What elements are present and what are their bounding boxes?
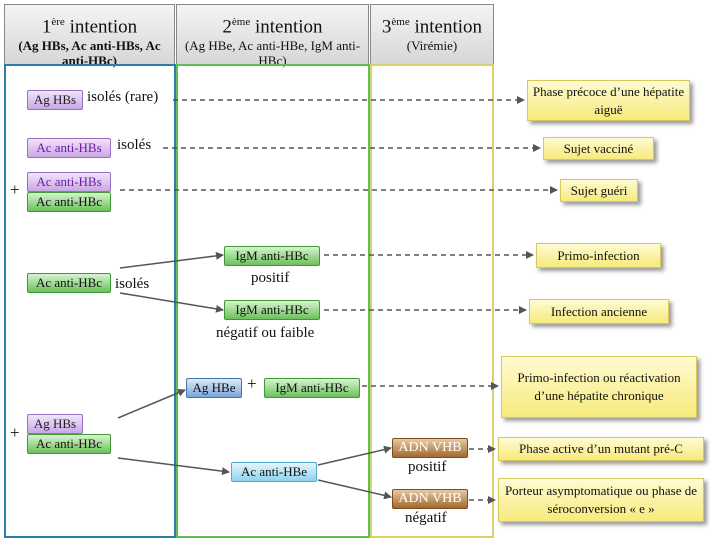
label-positif-1: positif	[251, 270, 290, 286]
header-col-3-subtitle: (Virémie)	[406, 38, 458, 54]
arrow-anti-hbc-to-igm-neg	[119, 292, 224, 313]
arrow-anti-hbe-to-adn-neg	[317, 479, 392, 500]
label-negatif-2: négatif	[405, 510, 447, 526]
marker-adn-vhb-negatif: ADN VHB	[392, 489, 468, 509]
marker-ac-anti-hbe: Ac anti-HBe	[231, 462, 317, 482]
header-col-2-title: 2ème intention	[222, 16, 323, 38]
marker-igm-anti-hbc-positif: IgM anti-HBc	[224, 246, 320, 266]
marker-ag-hbs-4: Ag HBs	[27, 414, 83, 434]
marker-ac-anti-hbc-4: Ac anti-HBc	[27, 434, 111, 454]
arrow-anti-hbe-to-adn-pos	[317, 445, 392, 466]
marker-ac-anti-hbs-2: Ac anti-HBs	[27, 172, 111, 192]
label-isoles-1: isolés	[117, 137, 152, 153]
arrow-anti-hbc-to-igm-pos	[119, 251, 224, 269]
marker-ac-anti-hbs-1: Ac anti-HBs	[27, 138, 111, 158]
column-1-frame	[4, 64, 176, 538]
marker-ag-hbs-1: Ag HBs	[27, 90, 83, 110]
header-col-3: 3ème intention (Virémie)	[370, 4, 494, 66]
result-sujet-gueri: Sujet guéri	[560, 179, 638, 202]
result-primo-infection: Primo-infection	[536, 243, 661, 268]
result-primo-ou-reactivation: Primo-infection ou réactivation d’une hé…	[501, 356, 697, 418]
plus-sign-1: +	[10, 180, 20, 199]
arrow-combo-to-anti-hbe	[117, 457, 230, 476]
plus-sign-3: +	[247, 374, 257, 393]
column-3-frame	[370, 64, 494, 538]
label-negatif-ou-faible: négatif ou faible	[216, 325, 315, 341]
label-positif-2: positif	[408, 459, 447, 475]
marker-ac-anti-hbc-3: Ac anti-HBc	[27, 273, 111, 293]
marker-adn-vhb-positif: ADN VHB	[392, 438, 468, 458]
marker-igm-anti-hbc-e: IgM anti-HBc	[264, 378, 360, 398]
marker-ag-hbe: Ag HBe	[186, 378, 242, 398]
result-phase-precoce: Phase précoce d’une hépatite aiguë	[527, 80, 690, 121]
header-col-3-title: 3ème intention	[381, 16, 483, 38]
result-mutant-pre-c: Phase active d’un mutant pré-C	[498, 437, 704, 461]
header-col-2: 2ème intention (Ag HBe, Ac anti-HBe, IgM…	[176, 4, 369, 68]
label-isoles-rare: isolés (rare)	[87, 89, 159, 105]
marker-ac-anti-hbc-2: Ac anti-HBc	[27, 192, 111, 212]
marker-igm-anti-hbc-negatif: IgM anti-HBc	[224, 300, 320, 320]
label-isoles-2: isolés	[115, 276, 150, 292]
result-sujet-vaccine: Sujet vacciné	[543, 137, 654, 160]
result-infection-ancienne: Infection ancienne	[529, 299, 669, 324]
arrow-combo-to-ag-hbe	[117, 389, 186, 419]
column-2-frame	[176, 64, 370, 538]
header-col-1-title: 1ère intention	[41, 16, 138, 38]
plus-sign-2: +	[10, 423, 20, 442]
result-porteur-asymptomatique: Porteur asymptomatique ou phase de séroc…	[498, 478, 704, 522]
